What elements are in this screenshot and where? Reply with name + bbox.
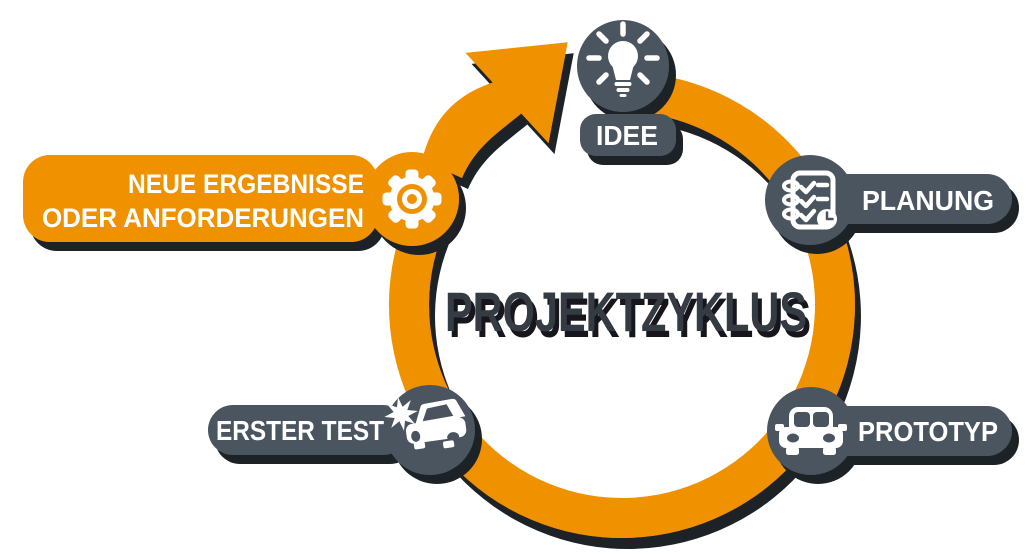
node-prototyp-label: PROTOTYP xyxy=(858,416,998,447)
node-neue-ergebnisse-label-line2: ODER ANFORDERUNGEN xyxy=(42,203,364,233)
node-planung: PLANUNG xyxy=(765,155,1012,245)
node-erster-test: ERSTER TEST xyxy=(208,385,475,475)
node-planung-label: PLANUNG xyxy=(862,185,994,216)
cycle-arrow-icon xyxy=(422,42,568,179)
node-prototyp: PROTOTYP xyxy=(767,387,1012,475)
cycle-ring-group xyxy=(388,42,855,539)
node-erster-test-label: ERSTER TEST xyxy=(216,415,384,446)
node-erster-test-label-pill xyxy=(208,405,408,455)
car-crash-icon xyxy=(384,397,467,450)
node-idee-label-pill xyxy=(580,114,676,156)
diagram-title: PROJEKTZYKLUS xyxy=(445,280,807,343)
node-neue-ergebnisse-label-line1: NEUE ERGEBNISSE xyxy=(128,169,364,199)
node-neue-ergebnisse-box xyxy=(23,155,378,242)
node-prototyp-label-pill xyxy=(815,406,1012,456)
lightbulb-icon xyxy=(586,21,660,97)
node-neue-ergebnisse: NEUE ERGEBNISSE ODER ANFORDERUNGEN xyxy=(23,152,459,246)
car-front-icon xyxy=(775,407,847,455)
node-planung-label-pill xyxy=(815,174,1012,224)
node-idee: IDEE xyxy=(577,20,676,156)
node-idee-label: IDEE xyxy=(596,120,658,151)
checklist-clock-icon xyxy=(782,170,837,230)
gear-icon xyxy=(382,169,442,229)
crash-burst-icon xyxy=(384,397,418,431)
